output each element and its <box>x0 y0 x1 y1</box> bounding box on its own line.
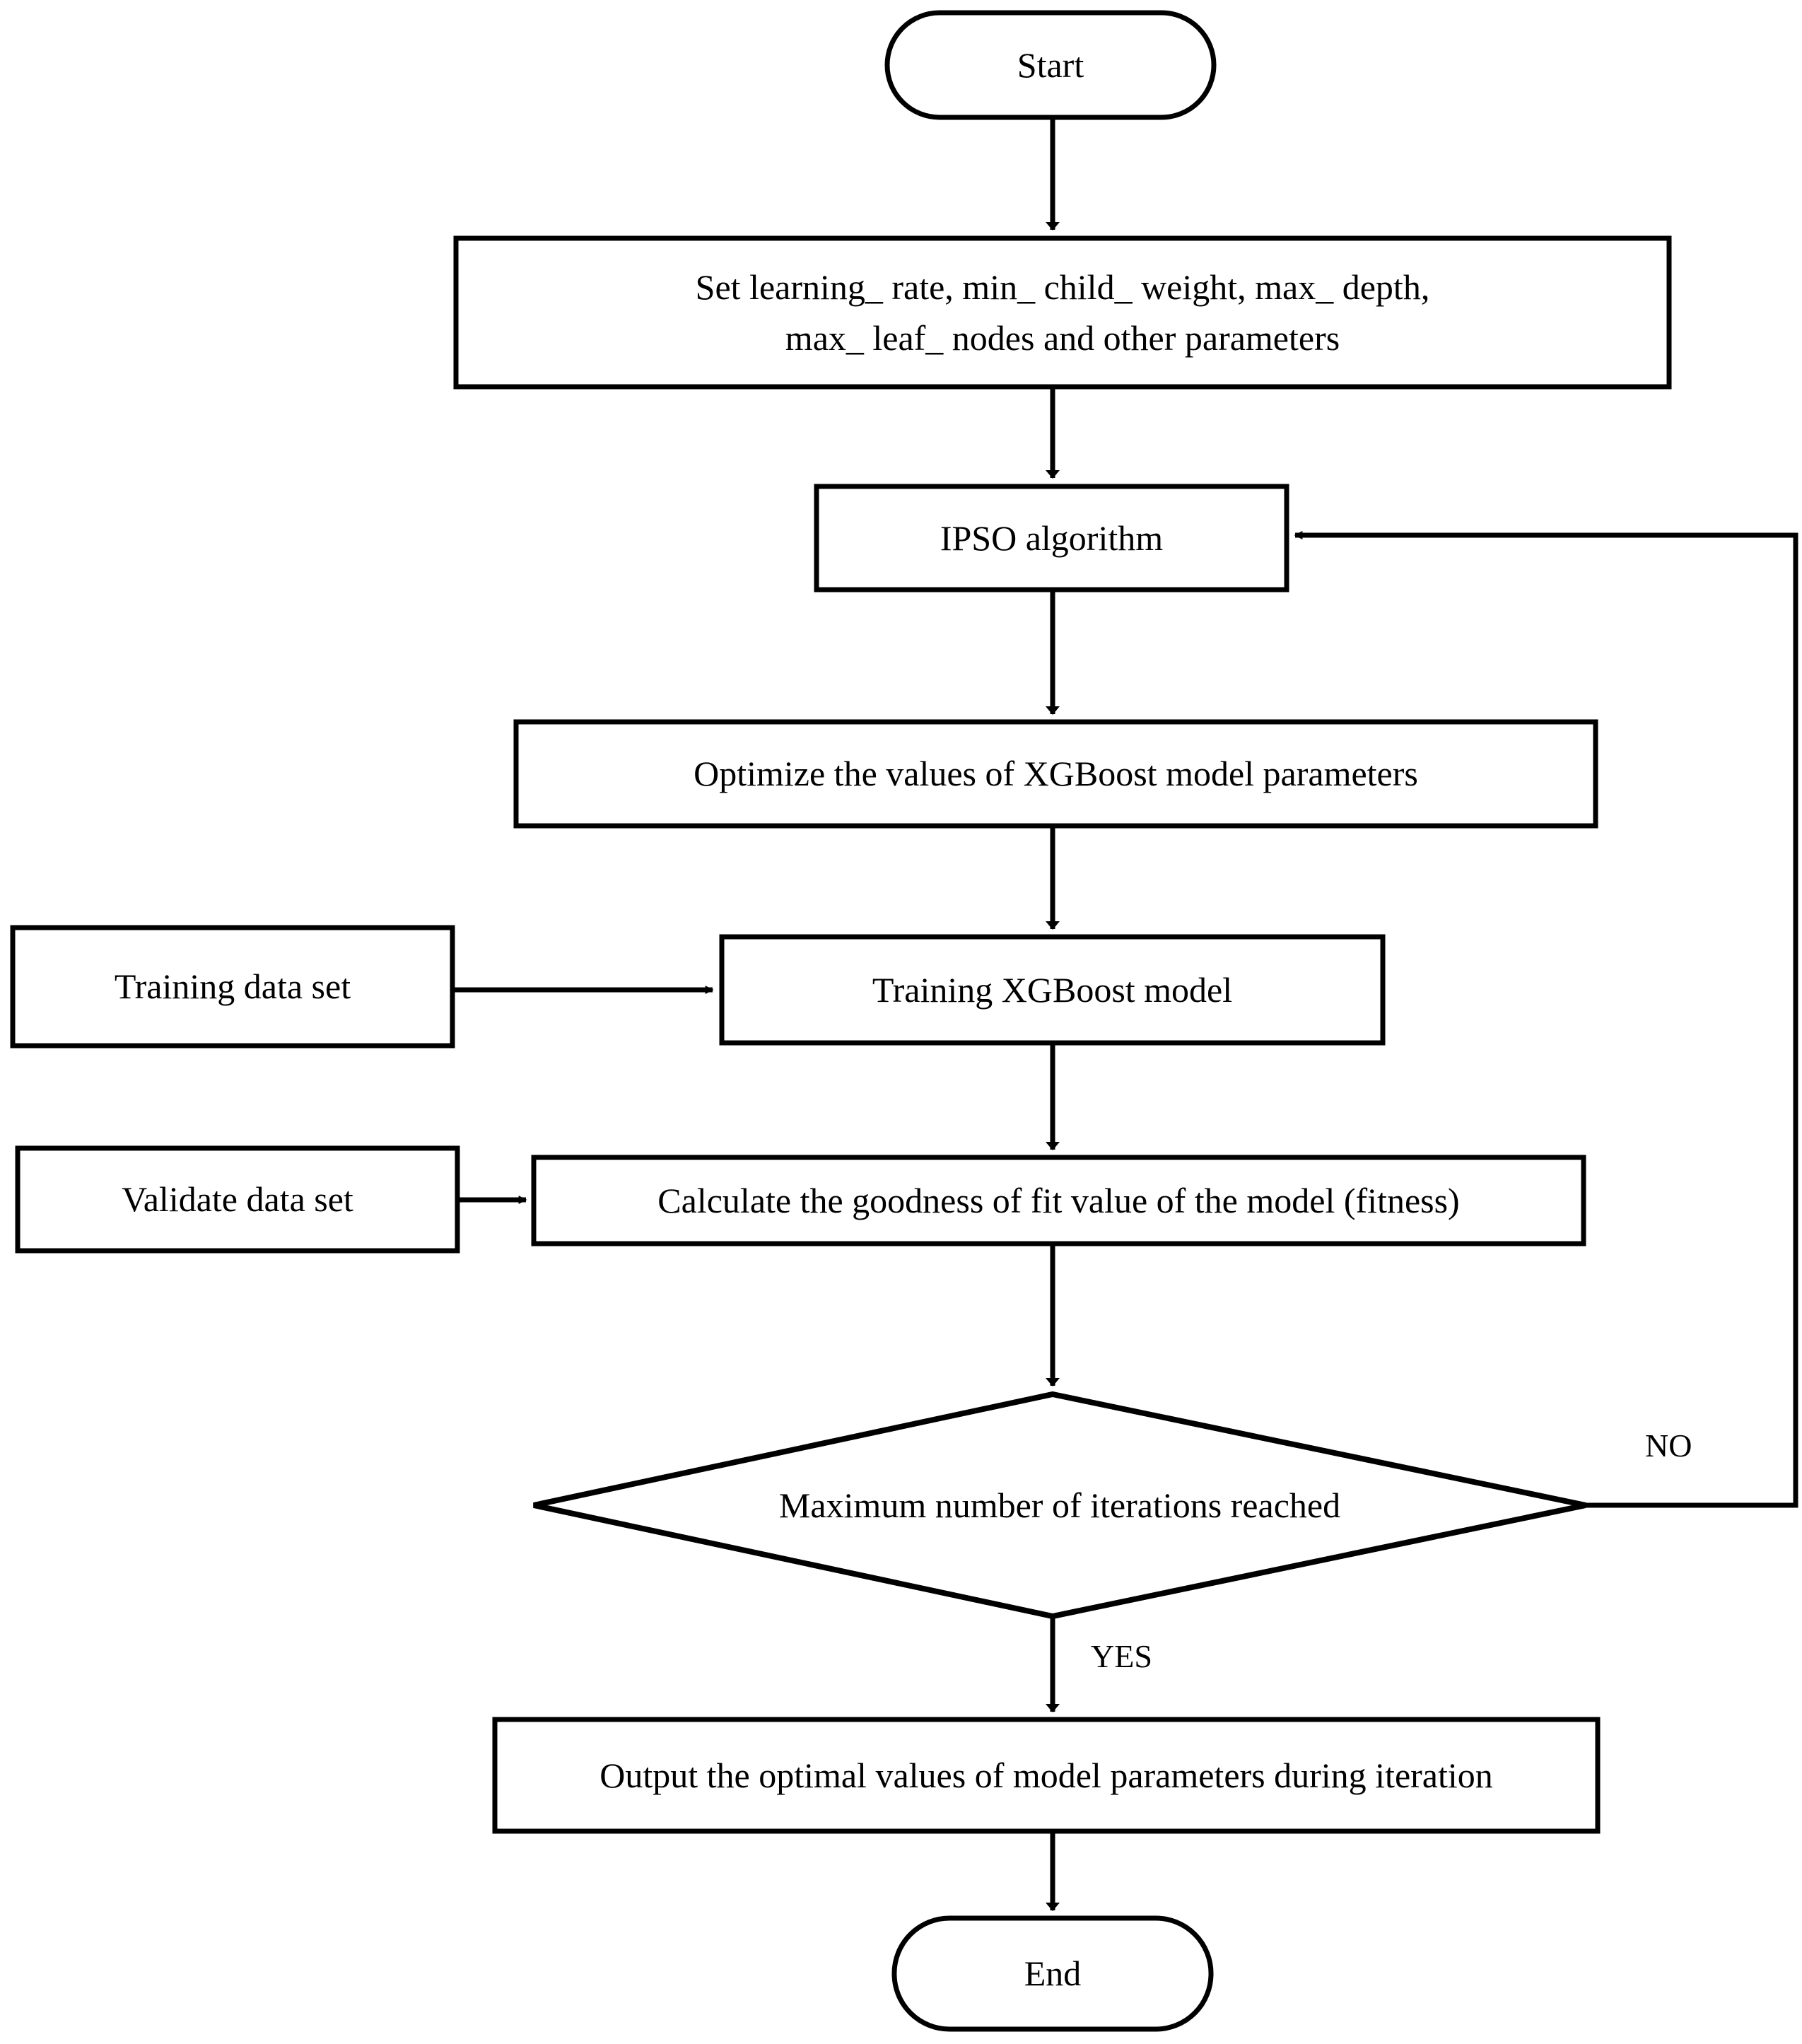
node-decision-diamond <box>533 1391 1586 1620</box>
node-fitness <box>531 1155 1586 1246</box>
edge-label-yes: YES <box>1091 1638 1152 1674</box>
node-ipso <box>814 484 1289 592</box>
node-set-params <box>453 235 1672 390</box>
node-optimize <box>513 719 1598 829</box>
node-start <box>884 10 1217 120</box>
node-training-data-set <box>10 925 455 1049</box>
edge-decision-no-loopback-to-ipso <box>1294 531 1798 1508</box>
node-training-xgboost-model <box>719 934 1386 1046</box>
node-validate-data-set <box>15 1145 460 1254</box>
node-end <box>891 1915 1214 2032</box>
node-output <box>492 1717 1601 1834</box>
edge-label-no: NO <box>1645 1427 1692 1464</box>
